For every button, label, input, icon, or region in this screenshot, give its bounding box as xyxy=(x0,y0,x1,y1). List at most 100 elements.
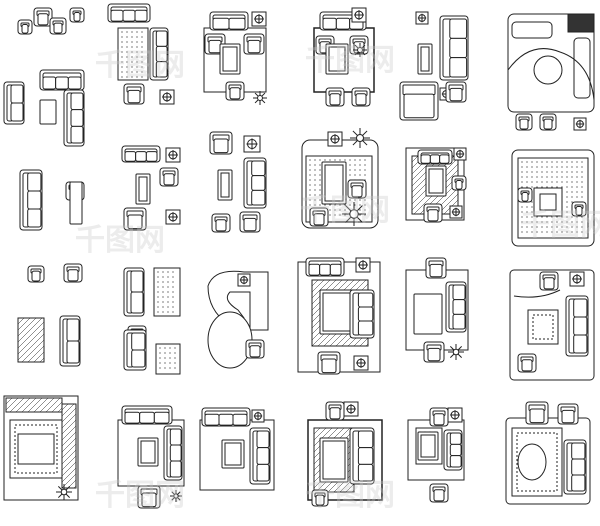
three-seat-sofa-icon xyxy=(3,81,25,125)
armchair-icon xyxy=(243,33,265,55)
armchair-icon xyxy=(311,489,329,507)
area-rug-icon xyxy=(153,267,181,317)
coffee-table-icon xyxy=(221,439,245,469)
side-table-lamp-icon xyxy=(343,401,359,417)
side-table-lamp-icon xyxy=(453,147,467,161)
armchair-icon xyxy=(309,207,329,227)
coffee-table-icon xyxy=(137,437,159,467)
side-table-lamp-icon xyxy=(243,135,261,153)
armchair-icon xyxy=(159,167,179,187)
area-rug-icon xyxy=(117,27,149,81)
three-seat-sofa-icon xyxy=(59,315,81,367)
furniture-blocks xyxy=(3,3,595,509)
side-table-lamp-icon xyxy=(415,11,429,25)
side-table-lamp-icon xyxy=(327,131,343,147)
three-seat-sofa-icon xyxy=(563,439,587,495)
coffee-table-icon xyxy=(135,173,151,205)
armchair-icon xyxy=(325,87,345,107)
armchair-icon xyxy=(123,83,145,105)
three-seat-sofa-icon xyxy=(249,427,271,485)
armchair-icon xyxy=(239,211,261,233)
armchair-icon xyxy=(123,207,147,231)
three-seat-sofa-icon xyxy=(121,145,161,163)
armchair-icon xyxy=(27,265,45,283)
three-seat-sofa-icon xyxy=(121,405,173,425)
potted-plant-icon xyxy=(350,128,370,148)
armchair-icon xyxy=(557,403,579,425)
armchair-icon xyxy=(539,113,557,131)
armchair-icon xyxy=(517,187,533,203)
potted-plant-icon xyxy=(353,43,367,57)
side-table-lamp-icon xyxy=(351,7,367,23)
potted-plant-icon xyxy=(253,91,267,105)
three-seat-sofa-icon xyxy=(439,15,469,81)
coffee-table-icon xyxy=(319,437,349,483)
armchair-icon xyxy=(423,203,443,223)
armchair-icon xyxy=(225,81,245,101)
armchair-icon xyxy=(137,485,161,509)
coffee-table-icon xyxy=(413,293,443,335)
armchair-icon xyxy=(451,175,467,191)
coffee-table-icon xyxy=(325,43,349,75)
side-table-lamp-icon xyxy=(573,117,587,131)
three-seat-sofa-icon xyxy=(445,281,467,333)
side-table-lamp-icon xyxy=(449,205,463,219)
armchair-icon xyxy=(571,201,587,217)
armchair-icon xyxy=(525,401,549,425)
three-seat-sofa-icon xyxy=(107,3,151,23)
three-seat-sofa-icon xyxy=(349,289,375,339)
potted-plant-icon xyxy=(342,202,366,226)
coffee-table-icon xyxy=(417,431,439,461)
three-seat-sofa-icon xyxy=(123,267,145,317)
armchair-icon xyxy=(245,339,265,359)
three-seat-sofa-icon xyxy=(443,429,463,471)
area-rug-icon xyxy=(61,403,77,489)
three-seat-sofa-icon xyxy=(349,427,375,485)
coffee-table-icon xyxy=(321,161,347,205)
armchair-icon xyxy=(33,7,53,27)
armchair-icon xyxy=(351,87,371,107)
armchair-icon xyxy=(317,351,341,375)
side-table-lamp-icon xyxy=(165,209,181,225)
coffee-table-icon xyxy=(69,181,83,225)
area-rug-icon xyxy=(5,397,63,413)
area-rug-icon xyxy=(155,343,181,375)
armchair-icon xyxy=(17,19,33,35)
armchair-icon xyxy=(49,17,67,35)
coffee-table-icon xyxy=(217,169,233,201)
three-seat-sofa-icon xyxy=(163,425,183,481)
armchair-icon xyxy=(425,257,447,279)
armchair-icon xyxy=(517,353,537,373)
coffee-table-icon xyxy=(219,43,241,75)
armchair-icon xyxy=(445,81,467,103)
three-seat-sofa-icon xyxy=(149,27,169,81)
area-rug-icon xyxy=(527,309,559,345)
armchair-icon xyxy=(429,483,449,503)
coffee-table-icon xyxy=(417,43,433,75)
armchair-icon xyxy=(539,271,559,291)
three-seat-sofa-icon xyxy=(123,329,147,371)
armchair-icon xyxy=(347,179,367,199)
three-seat-sofa-icon xyxy=(209,11,249,31)
side-table-lamp-icon xyxy=(159,89,175,105)
three-seat-sofa-icon xyxy=(19,169,43,231)
potted-plant-icon xyxy=(170,490,182,502)
armchair-icon xyxy=(399,81,439,121)
side-table-lamp-icon xyxy=(447,407,463,423)
armchair-icon xyxy=(515,113,533,131)
three-seat-sofa-icon xyxy=(201,407,251,427)
armchair-icon xyxy=(63,263,83,283)
armchair-icon xyxy=(423,341,445,363)
armchair-icon xyxy=(69,7,85,23)
side-table-lamp-icon xyxy=(569,271,585,287)
armchair-icon xyxy=(211,213,231,233)
three-seat-sofa-icon xyxy=(305,257,345,277)
side-table-lamp-icon xyxy=(237,273,251,287)
side-table-lamp-icon xyxy=(353,355,369,371)
coffee-table-icon xyxy=(39,99,57,125)
area-rug-icon xyxy=(17,317,45,363)
three-seat-sofa-icon xyxy=(243,157,267,209)
armchair-icon xyxy=(209,131,233,155)
armchair-icon xyxy=(429,407,449,427)
